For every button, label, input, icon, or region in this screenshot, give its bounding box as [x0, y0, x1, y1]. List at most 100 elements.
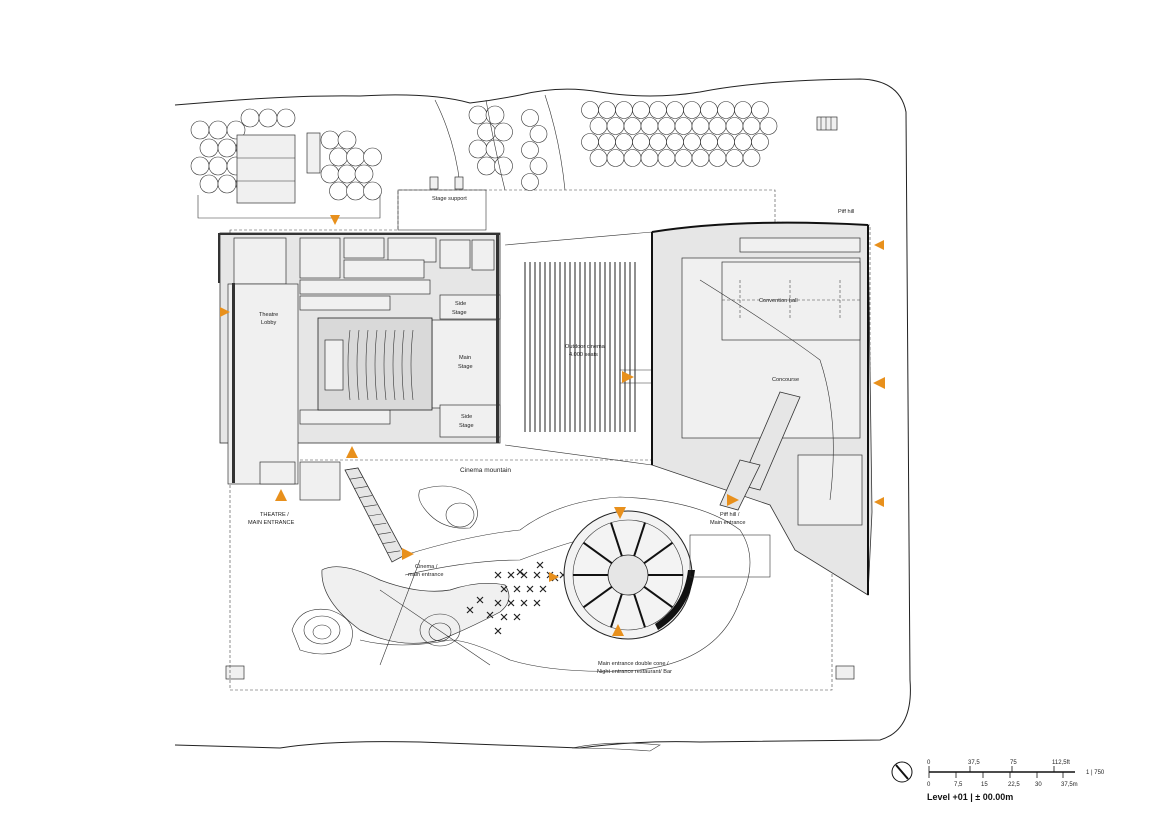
tree-icon	[320, 164, 340, 184]
table-icon	[520, 599, 528, 607]
scale-tick-ft: 75	[1010, 760, 1017, 766]
tree-icon	[751, 133, 769, 151]
scale-tick-m: 0	[927, 782, 931, 788]
tree-icon	[691, 117, 710, 135]
entrance-arrows	[220, 215, 885, 636]
grid-icon	[816, 116, 838, 131]
tree-icon	[751, 101, 769, 119]
tree-icon	[521, 173, 539, 191]
tree-icon	[337, 164, 357, 184]
double-cone-building	[563, 510, 771, 640]
cinema-entrance-label: Cinema /	[415, 564, 438, 570]
theatre-rooms	[299, 237, 495, 295]
tree-icon	[329, 181, 348, 201]
cinema-entrance-label-2: main entrance	[408, 572, 443, 578]
tree-icon	[468, 139, 488, 159]
north-arrow-icon	[891, 761, 913, 783]
tree-icon	[700, 101, 718, 119]
scale-tick-m: 15	[981, 782, 988, 788]
tree-icon	[717, 133, 735, 151]
outdoor-cinema-seating	[524, 262, 636, 432]
tree-icon	[337, 130, 357, 150]
double-cone-label: Main entrance double cone /	[598, 661, 669, 667]
theatre-entrance-label: THEATRE /	[260, 512, 289, 518]
tree-icon	[606, 149, 625, 167]
tree-icon	[640, 117, 659, 135]
tree-icon	[494, 122, 513, 142]
theatre-lobby-label-2: Lobby	[261, 320, 276, 326]
outdoor-cinema-seats-label: 4.000 seats	[569, 352, 598, 358]
tree-icon	[640, 149, 659, 167]
scale-tick-m: 30	[1035, 782, 1042, 788]
tree-icon	[649, 101, 667, 119]
entrance-arrow-icon	[614, 507, 626, 519]
side-stage-bottom-label: Side	[461, 414, 472, 420]
table-icon	[500, 585, 508, 593]
garden-blob	[321, 566, 510, 644]
cinema-mountain-label: Cinema mountain	[460, 467, 511, 474]
tree-icon	[632, 133, 650, 151]
tree-icon	[258, 108, 278, 128]
tree-icon	[700, 133, 718, 151]
tree-icon	[199, 138, 219, 158]
scale-tick-m: 37,5m	[1061, 782, 1078, 788]
tree-icon	[674, 149, 693, 167]
tree-icon	[759, 117, 778, 135]
side-stage-top-label-2: Stage	[452, 310, 467, 316]
main-stage-label-2: Stage	[458, 364, 473, 370]
scale-tick-m: 22,5	[1008, 782, 1020, 788]
tree-icon	[226, 120, 246, 140]
tree-icon	[529, 157, 548, 175]
tree-icon	[615, 133, 633, 151]
tree-icon	[529, 125, 548, 143]
table-icon	[500, 613, 508, 621]
tree-icon	[606, 117, 625, 135]
scale-tick-ft: 37,5	[968, 760, 980, 766]
tree-icon	[683, 101, 701, 119]
entrance-arrow-icon	[873, 377, 885, 389]
table-icon	[494, 571, 502, 579]
entrance-arrow-icon	[622, 371, 634, 383]
tree-cluster-right	[521, 101, 778, 191]
tree-icon	[199, 174, 219, 194]
grid-icon	[835, 665, 855, 680]
table-icon	[494, 599, 502, 607]
tree-icon	[276, 108, 296, 128]
piff-hill-entrance-label: Piff hill /	[720, 512, 740, 518]
theatre-lobby-label: Theatre	[259, 312, 278, 318]
table-icon	[507, 599, 515, 607]
tree-icon	[320, 130, 340, 150]
outdoor-cinema-label: Outdoor cinema	[565, 344, 606, 350]
stage-support-label: Stage support	[432, 196, 467, 202]
tree-icon	[657, 149, 676, 167]
tree-icon	[615, 101, 633, 119]
table-icon	[520, 571, 528, 579]
scale-tick-ft: 0	[927, 760, 931, 766]
tree-icon	[632, 101, 650, 119]
tree-icon	[346, 181, 365, 201]
tree-icon	[329, 147, 348, 167]
tree-icon	[623, 117, 642, 135]
tree-icon	[649, 133, 667, 151]
tree-icon	[598, 101, 616, 119]
side-stage-bottom-label-2: Stage	[459, 423, 474, 429]
grid-icon	[225, 665, 245, 680]
tree-icon	[190, 156, 210, 176]
tree-icon	[691, 149, 710, 167]
tree-icon	[521, 109, 539, 127]
tree-icon	[742, 117, 761, 135]
tree-icon	[708, 117, 727, 135]
entrance-arrow-icon	[874, 240, 884, 250]
side-stage-top-label: Side	[455, 301, 466, 307]
tree-icon	[208, 120, 228, 140]
entrance-arrow-icon	[549, 572, 559, 582]
tree-cluster-middle	[468, 105, 513, 176]
theatre-entrance-label-2: MAIN ENTRANCE	[248, 520, 295, 526]
table-icon	[466, 606, 474, 614]
site-boundary	[174, 78, 911, 749]
tree-icon	[708, 149, 727, 167]
tree-icon	[363, 147, 382, 167]
tree-icon	[742, 149, 761, 167]
tree-icon	[581, 101, 599, 119]
